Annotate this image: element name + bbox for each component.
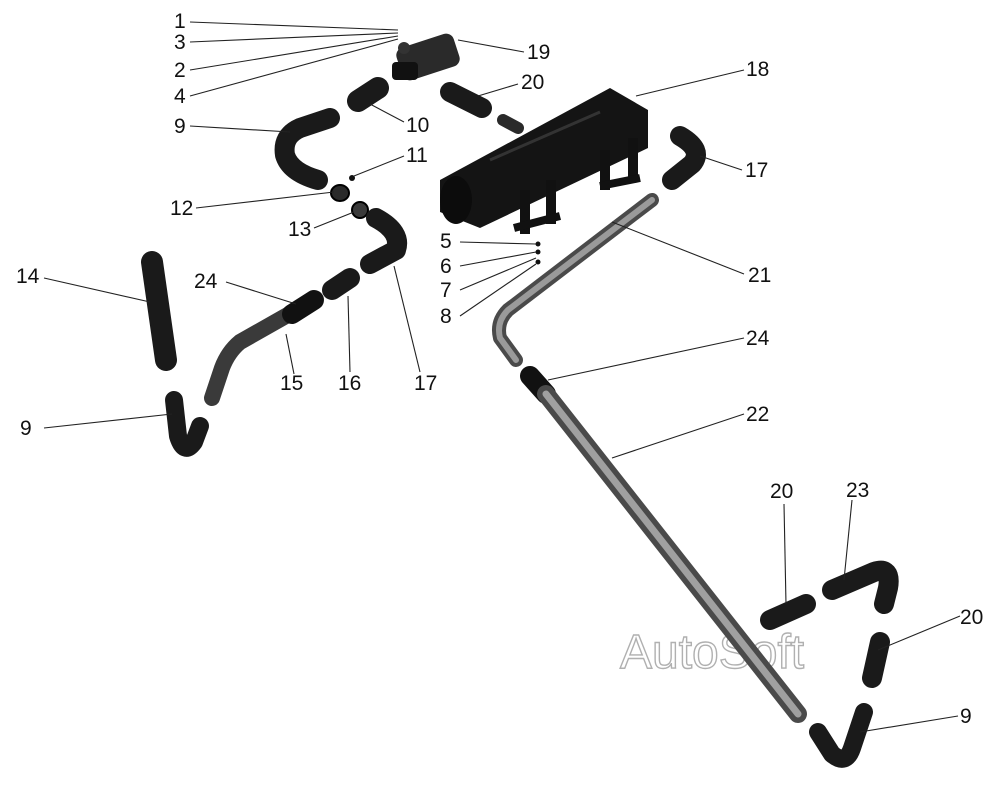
leader-lines: [43, 21, 961, 733]
part-13-fitting: [351, 201, 369, 219]
label-10: 10: [406, 114, 429, 137]
label-24-right: 24: [746, 327, 770, 350]
part-21-pipe-highlight: [496, 197, 655, 363]
label-20-lower: 20: [770, 480, 793, 503]
part-10-hose: [347, 77, 389, 112]
part-18-heater: [440, 88, 648, 234]
label-1: 1: [174, 10, 186, 33]
label-21: 21: [748, 264, 771, 287]
label-16: 16: [338, 372, 361, 395]
label-20-right: 20: [960, 606, 983, 629]
part-19-valve: [392, 33, 460, 81]
label-3: 3: [174, 31, 186, 54]
part-14-hose: [141, 251, 177, 371]
part-9-elbow-upper: [274, 108, 340, 190]
part-17-elbow-right: [662, 126, 706, 190]
label-8: 8: [440, 305, 452, 328]
label-20-top: 20: [521, 71, 544, 94]
part-9-ubend-left: [165, 391, 209, 457]
label-9-left: 9: [20, 417, 32, 440]
label-17-middle: 17: [414, 372, 437, 395]
part-24-sleeve-left: [282, 290, 324, 324]
part-22-pipe-highlight: [542, 390, 802, 718]
label-24-left: 24: [194, 270, 218, 293]
part-20-hose-lower: [760, 594, 816, 630]
label-9-upper: 9: [174, 115, 186, 138]
label-13: 13: [288, 218, 311, 241]
watermark: AutoSoft: [620, 626, 804, 679]
label-11: 11: [406, 144, 428, 167]
label-7: 7: [440, 279, 452, 302]
part-20-hose-top: [440, 82, 492, 118]
part-17-elbow-middle: [360, 208, 407, 274]
label-19: 19: [527, 41, 550, 64]
label-14: 14: [16, 265, 40, 288]
label-23: 23: [846, 479, 869, 502]
label-9-right: 9: [960, 705, 972, 728]
label-2: 2: [174, 59, 186, 82]
label-4: 4: [174, 85, 186, 108]
part-16-hose: [322, 268, 360, 300]
label-6: 6: [440, 255, 452, 278]
label-22: 22: [746, 403, 769, 426]
label-18: 18: [746, 58, 769, 81]
part-20-hose-right: [862, 632, 890, 688]
label-17-right: 17: [745, 159, 768, 182]
label-5: 5: [440, 230, 452, 253]
part-23-elbow: [822, 560, 899, 614]
part-18-inlet-stub: [497, 114, 524, 134]
part-15-bent-pipe: [204, 300, 308, 406]
part-12-fitting: [330, 184, 350, 202]
label-12: 12: [170, 197, 193, 220]
part-9-vbend-right: [809, 703, 873, 768]
parts-5-8-fasteners: [535, 241, 541, 265]
label-15: 15: [280, 372, 303, 395]
callout-labels: 1 3 2 4 19 20 18 9 10 11 17 12 13 5 6 7 …: [16, 10, 983, 728]
part-11-clamp: [349, 175, 355, 181]
